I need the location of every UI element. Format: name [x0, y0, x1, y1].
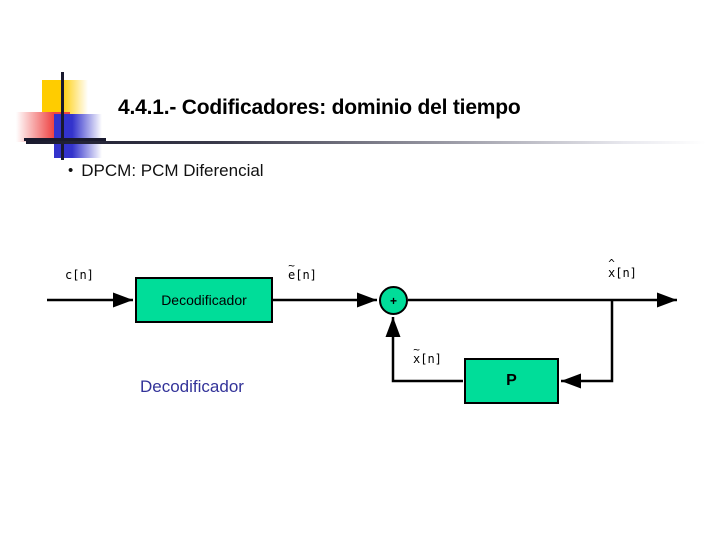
bullet-marker-icon: •	[68, 162, 74, 179]
block-predictor[interactable]: P	[464, 358, 559, 404]
tilde-accent-icon: ~x	[413, 343, 421, 366]
logo-vertical-line	[61, 72, 64, 160]
logo-horizontal-line	[24, 138, 106, 141]
page-title: 4.4.1.- Codificadores: dominio del tiemp…	[118, 96, 521, 119]
signal-label-output: ^x[n]	[608, 257, 637, 280]
hat-accent-icon: ^x	[608, 257, 616, 280]
diagram-caption: Decodificador	[140, 377, 244, 396]
title-divider	[26, 141, 706, 144]
block-decodificador[interactable]: Decodificador	[135, 277, 273, 323]
signal-label-input: c[n]	[65, 268, 94, 282]
tilde-accent-icon: ~e	[288, 259, 296, 282]
wire-predictor-to-sum	[385, 317, 463, 383]
bullet-item-label: DPCM: PCM Diferencial	[81, 161, 264, 180]
signal-label-error: ~e[n]	[288, 259, 317, 282]
decorative-logo	[16, 72, 106, 160]
bullet-item: • DPCM: PCM Diferencial	[68, 161, 264, 181]
signal-label-prediction: ~x[n]	[413, 343, 442, 366]
wire-output-feedback-to-predictor	[561, 300, 614, 389]
summation-node[interactable]: +	[379, 286, 408, 315]
